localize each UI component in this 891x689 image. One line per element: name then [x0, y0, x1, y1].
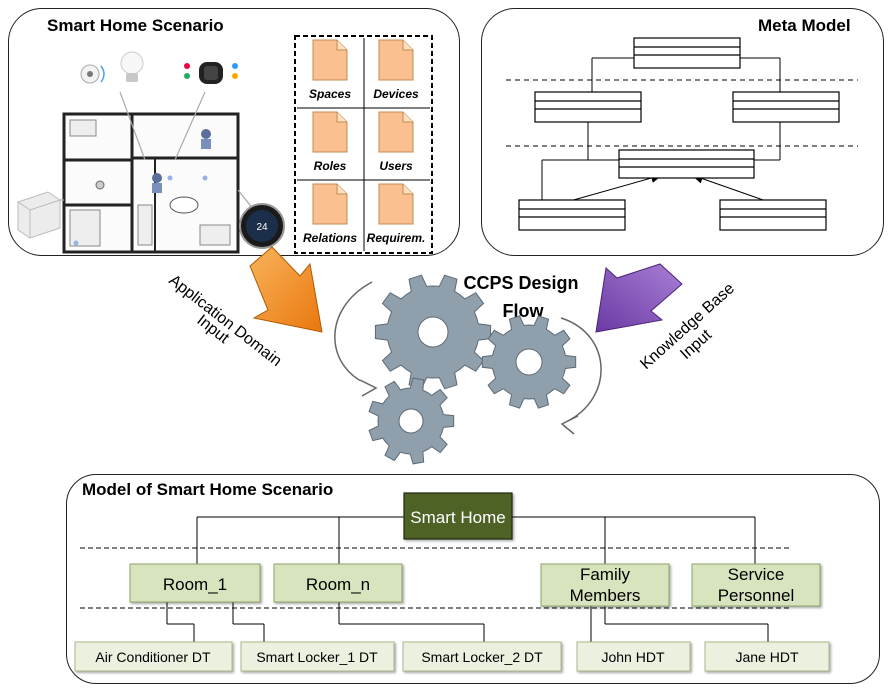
leaf-smart-locker-1-label: Smart Locker_1 DT: [256, 649, 378, 665]
leaf-smart-locker-2[interactable]: Smart Locker_2 DT: [402, 641, 562, 672]
smartwatch-icon: [184, 62, 238, 84]
air-conditioner-icon: [17, 191, 61, 239]
motion-sensor-icon: [80, 64, 105, 84]
doc-tile-label: Devices: [373, 87, 419, 101]
thermostat-icon: 24: [239, 203, 285, 249]
service-personnel-label-1: Service: [728, 565, 785, 584]
doc-tile-spaces: Spaces: [309, 39, 351, 101]
room-1-label: Room_1: [163, 575, 227, 594]
leaf-smart-locker-1[interactable]: Smart Locker_1 DT: [240, 641, 395, 672]
application-domain-arrow: [249, 246, 323, 333]
model-smart-home-title: Model of Smart Home Scenario: [82, 480, 334, 499]
leaf-jane-hdt[interactable]: Jane HDT: [704, 641, 830, 672]
family-members-label-1: Family: [580, 565, 631, 584]
flow-title-line1: CCPS Design: [463, 273, 578, 293]
service-personnel-node[interactable]: Service Personnel: [691, 563, 821, 607]
smart-home-root-label: Smart Home: [410, 508, 505, 527]
gears: [368, 274, 577, 465]
family-members-node[interactable]: Family Members: [540, 563, 670, 607]
doc-tile-roles: Roles: [312, 111, 348, 173]
model-tree-connectors: [80, 516, 792, 642]
doc-tile-relations: Relations: [303, 183, 357, 245]
leaf-air-conditioner-label: Air Conditioner DT: [95, 649, 211, 665]
service-personnel-label-2: Personnel: [718, 586, 795, 605]
meta-model-title: Meta Model: [758, 16, 851, 35]
thermostat-reading: 24: [256, 222, 268, 233]
smart-home-scenario-title: Smart Home Scenario: [47, 16, 224, 35]
doc-tile-label: Users: [379, 159, 413, 173]
room-n-node[interactable]: Room_n: [273, 563, 403, 603]
gear-small-icon: [368, 377, 455, 465]
doc-tile-grid: [294, 35, 433, 254]
doc-tile-requirements: Requirem.: [367, 183, 426, 245]
gear-medium-icon: [481, 315, 577, 409]
room-n-label: Room_n: [306, 575, 370, 594]
gear-large-icon: [374, 274, 492, 390]
smart-bulb-icon: [120, 51, 144, 82]
meta-model-uml: [506, 37, 858, 231]
leaf-john-hdt[interactable]: John HDT: [576, 641, 691, 672]
smart-home-root-node[interactable]: Smart Home: [403, 492, 513, 540]
leaf-smart-locker-2-label: Smart Locker_2 DT: [421, 649, 543, 665]
doc-tile-label: Roles: [314, 159, 347, 173]
knowledge-base-arrow: [595, 263, 683, 333]
room-1-node[interactable]: Room_1: [129, 563, 261, 603]
floor-plan: [40, 91, 259, 254]
leaf-jane-hdt-label: Jane HDT: [735, 649, 798, 665]
family-members-label-2: Members: [570, 586, 641, 605]
doc-tile-label: Relations: [303, 231, 357, 245]
flow-curve-left: [334, 281, 378, 397]
flow-title-line2: Flow: [503, 301, 545, 321]
doc-tile-label: Spaces: [309, 87, 351, 101]
flow-curve-right: [560, 317, 602, 435]
leaf-john-hdt-label: John HDT: [601, 649, 664, 665]
doc-tile-label: Requirem.: [367, 231, 426, 245]
doc-tile-users: Users: [378, 111, 414, 173]
doc-tile-devices: Devices: [373, 39, 419, 101]
leaf-air-conditioner[interactable]: Air Conditioner DT: [74, 641, 233, 672]
